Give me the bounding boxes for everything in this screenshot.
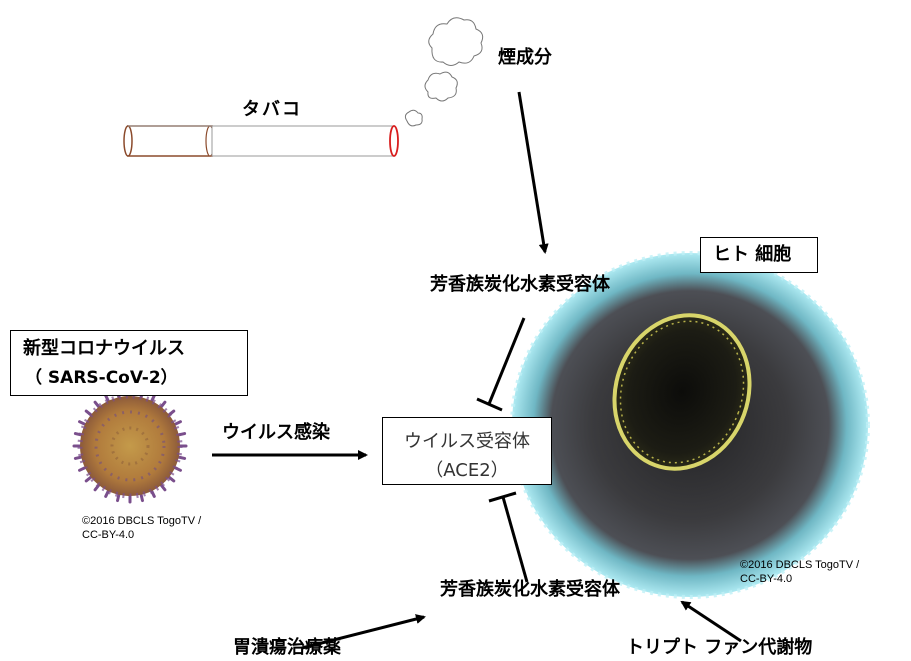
cell-credit-line2: CC-BY-4.0: [740, 573, 793, 585]
tobacco-label: タバコ: [242, 99, 302, 120]
cell-credit-line1: ©2016 DBCLS TogoTV /: [740, 559, 860, 571]
virus-name-box: 新型コロナウイルス （ SARS-CoV-2）: [10, 330, 248, 396]
smoke-to-ahr-arrow: [517, 91, 549, 254]
human-cell-icon: [510, 251, 870, 599]
inhibition-top: [476, 317, 526, 412]
tryptophan-label: トリプト ファン代謝物: [626, 637, 813, 658]
human-cell-box: ヒト 細胞: [700, 237, 818, 273]
virus-credit-line1: ©2016 DBCLS TogoTV /: [82, 515, 202, 527]
receptor-label: ウイルス受容体: [404, 431, 530, 452]
ace2-receptor-box: ウイルス受容体 （ACE2）: [382, 417, 552, 485]
cigarette-icon: [123, 125, 399, 157]
virus-credit-line2: CC-BY-4.0: [82, 529, 135, 541]
inhibition-bottom: [488, 491, 529, 583]
smoke-components-label: 煙成分: [498, 47, 552, 68]
receptor-code-label: （ACE2）: [425, 460, 509, 481]
virus-infection-label: ウイルス感染: [222, 422, 330, 443]
virus-credit: ©2016 DBCLS TogoTV / CC-BY-4.0: [82, 514, 201, 542]
ulcer-drug-arrow: [301, 614, 426, 650]
smoke-cloud-icon: [404, 17, 484, 127]
virus-code-label: （ SARS-CoV-2）: [25, 368, 178, 388]
human-cell-label: ヒト 細胞: [713, 244, 792, 265]
tryptophan-arrow: [680, 600, 742, 643]
coronavirus-icon: [72, 388, 188, 504]
cell-credit: ©2016 DBCLS TogoTV / CC-BY-4.0: [740, 558, 859, 586]
ahr-top-label: 芳香族炭化水素受容体: [430, 274, 610, 295]
ulcer-drug-label: 胃潰瘍治療薬: [233, 637, 341, 658]
virus-name-label: 新型コロナウイルス: [23, 338, 185, 359]
ahr-bottom-label: 芳香族炭化水素受容体: [440, 579, 620, 600]
